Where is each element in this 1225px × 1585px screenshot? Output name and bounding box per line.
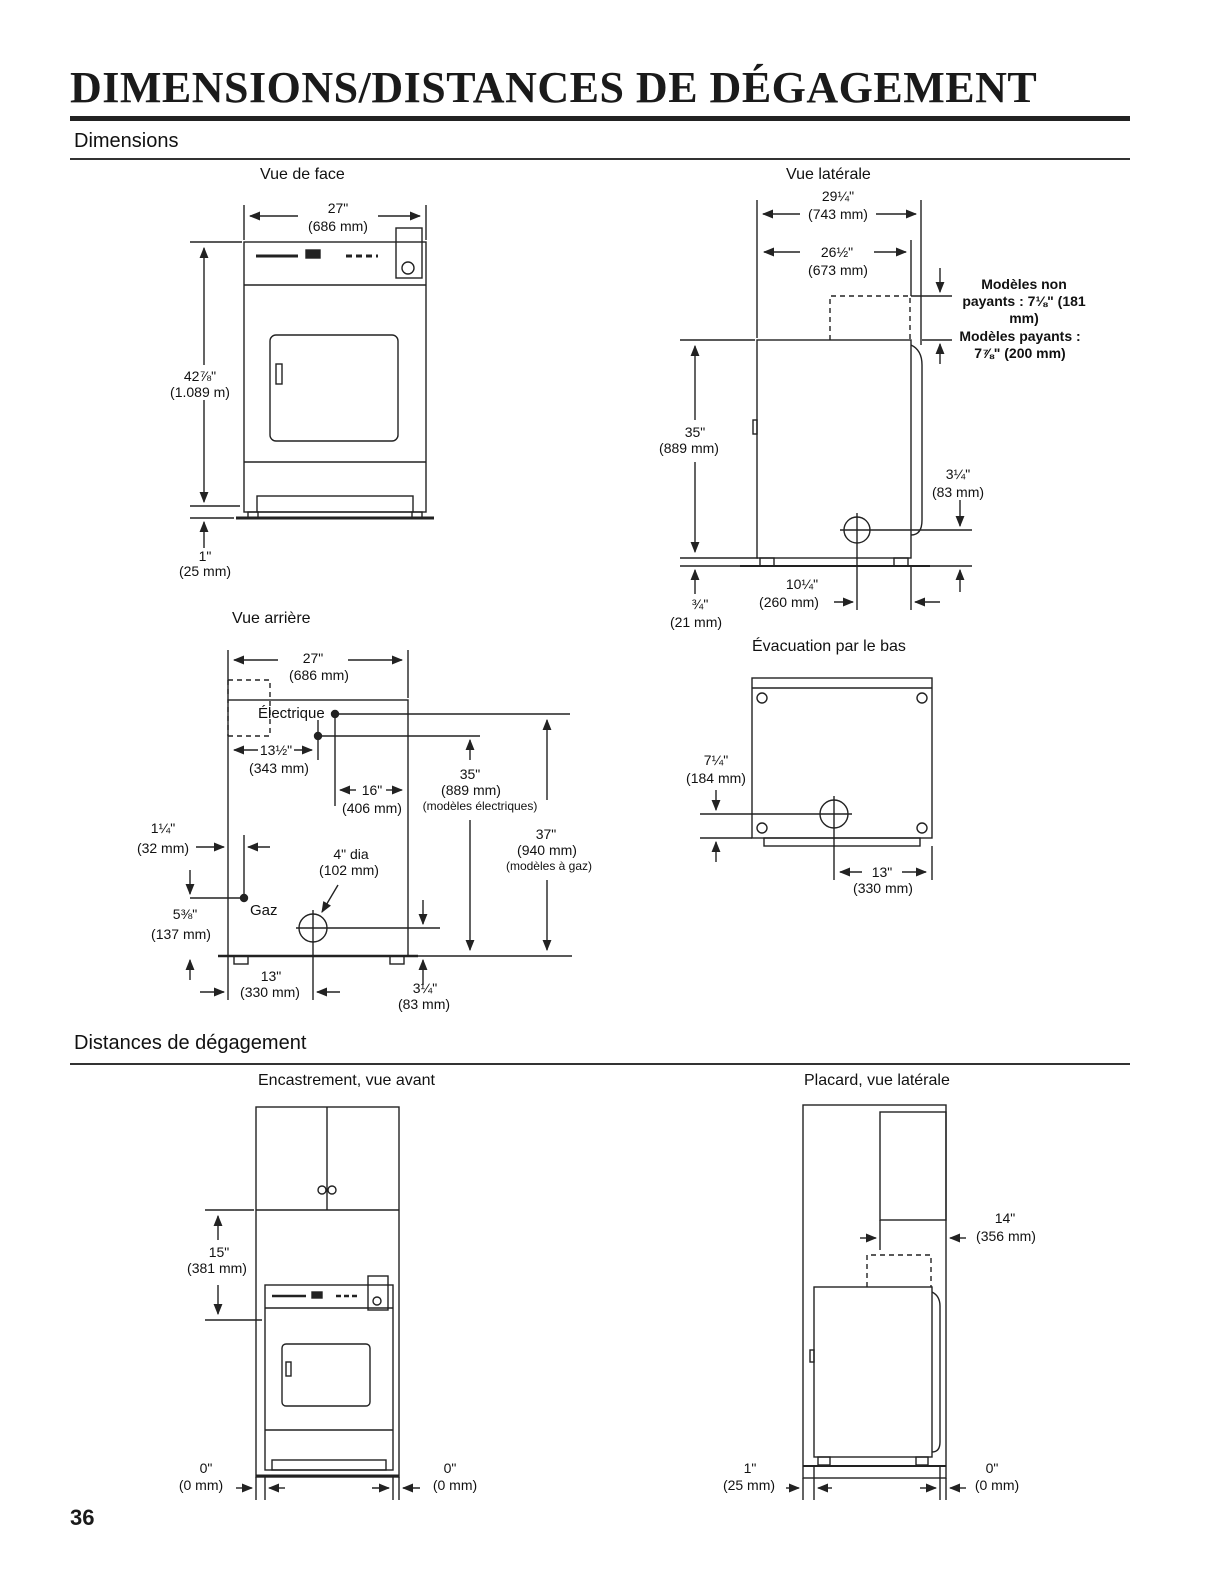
rear-elec-offset-in: 13½": [259, 742, 293, 758]
rear-view-drawing: [185, 650, 572, 1000]
rear-gas-low-in: 5⅜": [172, 906, 198, 922]
coin-box: [395, 227, 423, 279]
recessed-front-drawing: [205, 1106, 420, 1500]
rear-vent-center-in: 13": [260, 968, 282, 984]
recessed-right-in: 0": [443, 1460, 457, 1476]
dryer-side-body: [756, 339, 912, 559]
side-vent-depth-mm: (260 mm): [759, 594, 819, 610]
side-inner-depth-mm: (673 mm): [808, 262, 868, 278]
dryer-body: [243, 241, 427, 513]
rear-gas-height-mm: (940 mm): [517, 842, 577, 858]
rear-vent-dia-mm: (102 mm): [319, 862, 379, 878]
side-view-title: Vue latérale: [786, 166, 871, 183]
side-coin-label: Modèles payants : 7⅞" (200 mm): [959, 328, 1081, 361]
door-panel: [269, 334, 399, 442]
rear-vent-center-mm: (330 mm): [240, 984, 300, 1000]
recessed-front-title: Encastrement, vue avant: [258, 1072, 435, 1089]
bottom-depth-mm: (184 mm): [686, 770, 746, 786]
closet-outline: [802, 1104, 947, 1479]
side-depth-in: 29¼": [821, 188, 855, 204]
recessed-left-in: 0": [199, 1460, 213, 1476]
recessed-left-mm: (0 mm): [178, 1477, 224, 1493]
rear-gas-low-mm: (137 mm): [151, 926, 211, 942]
page-title: DIMENSIONS/DISTANCES DE DÉGAGEMENT: [70, 62, 1130, 121]
side-height-mm: (889 mm): [659, 440, 719, 456]
rear-gas-offset-mm: (406 mm): [342, 800, 402, 816]
bottom-offset-mm: (330 mm): [853, 880, 913, 896]
front-view-title: Vue de face: [260, 166, 345, 183]
front-height-mm: (1.089 m): [170, 384, 230, 400]
bottom-offset-in: 13": [871, 864, 893, 880]
page-number: 36: [70, 1505, 95, 1530]
dryer-side-body: [813, 1286, 933, 1458]
rear-electric-label: Électrique: [258, 705, 325, 722]
side-height-in: 35": [684, 424, 706, 440]
rear-vent-dia-in: 4" dia: [333, 846, 369, 862]
recessed-right-mm: (0 mm): [432, 1477, 478, 1493]
closet-top-mm: (356 mm): [976, 1228, 1036, 1244]
rear-side-mm: (32 mm): [136, 840, 190, 856]
front-width-mm: (686 mm): [308, 218, 368, 234]
rear-vent-height-mm: (83 mm): [397, 996, 451, 1012]
rear-vent-height-in: 3¼": [412, 980, 438, 996]
section-title-dimensions: Dimensions: [74, 130, 179, 152]
rear-gas-models: (modèles à gaz): [505, 859, 593, 873]
rear-view-title: Vue arrière: [232, 610, 311, 627]
closet-front-in: 0": [985, 1460, 999, 1476]
rear-width-in: 27": [302, 650, 324, 666]
rear-gas-offset-in: 16": [361, 782, 383, 798]
side-vent-depth-in: 10¼": [785, 576, 819, 592]
section-title-clearances: Distances de dégagement: [74, 1032, 307, 1054]
front-height-in: 42⅞": [183, 368, 217, 384]
rear-elec-height-mm: (889 mm): [441, 782, 501, 798]
side-depth-mm: (743 mm): [808, 206, 868, 222]
closet-rear-in: 1": [743, 1460, 757, 1476]
bottom-exhaust-drawing: [700, 677, 933, 880]
section-rule: [70, 158, 1130, 160]
side-leg-in: ¾": [691, 596, 709, 612]
side-vent-mm: (83 mm): [931, 484, 985, 500]
bottom-depth-in: 7¼": [703, 752, 729, 768]
section-rule: [70, 1063, 1130, 1065]
rear-elec-models: (modèles électriques): [422, 799, 538, 813]
closet-side-title: Placard, vue latérale: [804, 1072, 950, 1089]
closet-side-drawing: [786, 1104, 966, 1500]
rear-elec-height-in: 35": [459, 766, 481, 782]
side-view-drawing: [680, 200, 972, 610]
side-inner-depth-in: 26½": [820, 244, 854, 260]
closet-top-in: 14": [994, 1210, 1016, 1226]
front-leg-in: 1": [198, 548, 212, 564]
recessed-top-mm: (381 mm): [187, 1260, 247, 1276]
closet-front-mm: (0 mm): [974, 1477, 1020, 1493]
closet-rear-mm: (25 mm): [722, 1477, 776, 1493]
side-vent-in: 3¼": [945, 466, 971, 482]
rear-width-mm: (686 mm): [289, 667, 349, 683]
rear-gas-label: Gaz: [250, 902, 278, 919]
side-non-coin-label: Modèles non payants : 7⅛" (181 mm): [962, 276, 1086, 326]
recessed-top-in: 15": [208, 1244, 230, 1260]
front-width-in: 27": [327, 200, 349, 216]
rear-elec-offset-mm: (343 mm): [249, 760, 309, 776]
rear-side-in: 1¼": [150, 820, 176, 836]
rear-gas-height-in: 37": [535, 826, 557, 842]
front-leg-mm: (25 mm): [178, 563, 232, 579]
side-leg-mm: (21 mm): [669, 614, 723, 630]
front-view-drawing: [190, 205, 434, 548]
dryer-body: [264, 1284, 394, 1471]
bottom-exhaust-title: Évacuation par le bas: [752, 638, 906, 655]
